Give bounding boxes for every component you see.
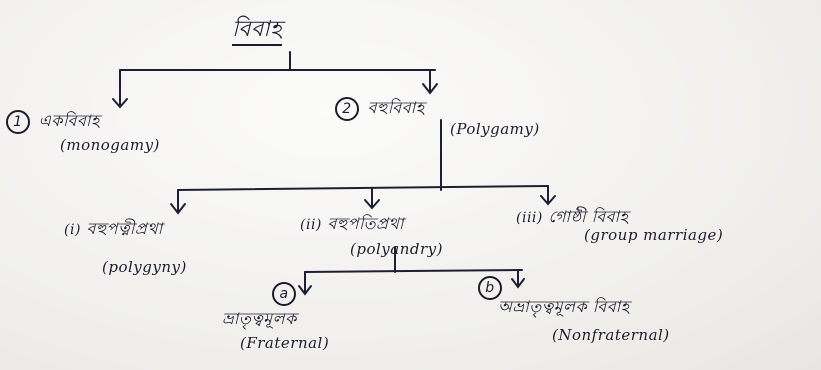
fraternal-arrow xyxy=(298,285,312,296)
nonfraternal-node: b xyxy=(478,276,505,300)
polygamy-node: 2 বহুবিবাহ xyxy=(335,95,425,122)
fraternal-label: ভ্রাতৃত্বমূলক xyxy=(222,309,297,328)
nonfraternal-arrow xyxy=(511,278,525,289)
polygyny-number: (i) xyxy=(64,222,81,238)
polyandry-english: (polyandry) xyxy=(350,240,443,258)
polygamy-number: 2 xyxy=(335,96,359,121)
polygyny-label: বহুপত্নীপ্রথা xyxy=(86,219,163,238)
root-node: বিবাহ xyxy=(232,12,283,49)
group-marriage-label: গোষ্ঠী বিবাহ xyxy=(548,207,629,226)
fraternal-node: a xyxy=(220,282,299,306)
root-label: বিবাহ xyxy=(232,17,283,46)
monogamy-label: একবিবাহ xyxy=(38,111,100,130)
fraternal-english: (Fraternal) xyxy=(240,334,330,352)
group-marriage-english: (group marriage) xyxy=(584,226,724,244)
group-marriage-node: (iii) গোষ্ঠী বিবাহ xyxy=(516,204,629,231)
polygyny-arrow xyxy=(170,203,186,215)
nonfraternal-english: (Nonfraternal) xyxy=(552,326,670,344)
group-marriage-number: (iii) xyxy=(516,210,543,226)
monogamy-node: 1 একবিবাহ xyxy=(6,108,100,135)
nonfraternal-label: অভ্রাতৃত্বমূলক বিবাহ xyxy=(498,297,630,316)
polyandry-number: (ii) xyxy=(300,217,322,233)
polyandry-arrow xyxy=(364,199,380,210)
polyandry-node: (ii) বহুপতিপ্রথা xyxy=(300,211,404,238)
polygyny-node: (i) বহুপত্নীপ্রথা xyxy=(64,216,163,243)
polygyny-english: (polygyny) xyxy=(102,258,187,276)
polyandry-label: বহুপতিপ্রথা xyxy=(327,214,404,233)
polygamy-arrow xyxy=(422,83,438,95)
nonfraternal-number: b xyxy=(478,276,502,300)
level2-bar xyxy=(177,185,549,191)
group-arrow xyxy=(540,195,556,206)
level3-bar xyxy=(304,269,523,273)
monogamy-english: (monogamy) xyxy=(60,136,160,154)
monogamy-number: 1 xyxy=(6,109,30,134)
polygamy-label: বহুবিবাহ xyxy=(367,98,425,117)
monogamy-arrow xyxy=(112,98,128,109)
fraternal-number: a xyxy=(272,282,296,306)
polygamy-english: (Polygamy) xyxy=(450,120,540,138)
